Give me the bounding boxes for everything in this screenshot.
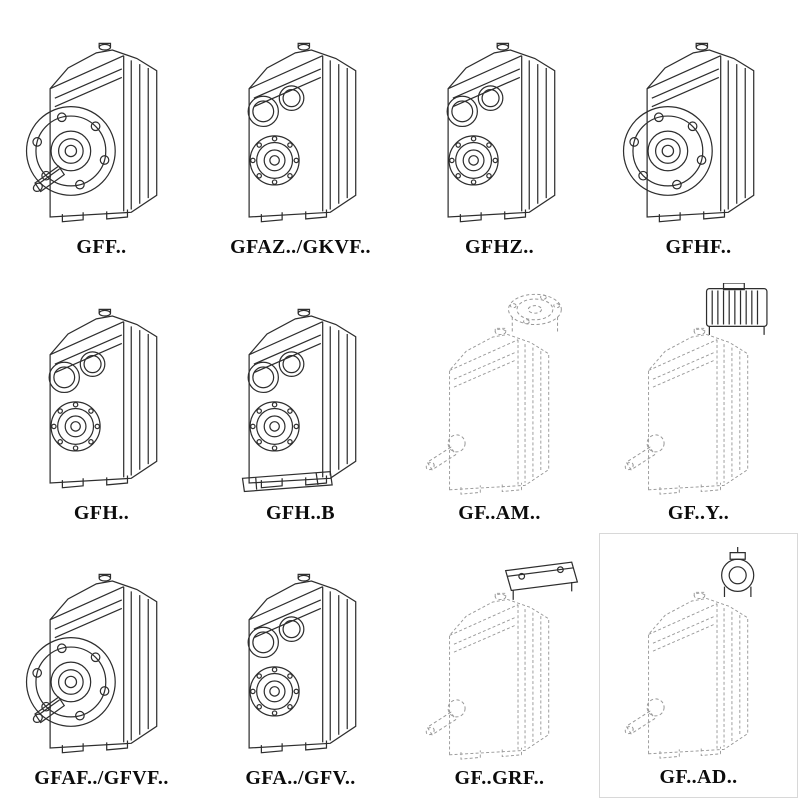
product-cell-gfh: GFH.. — [2, 267, 201, 532]
product-cell-gff: GFF.. — [2, 2, 201, 267]
gearbox-drawing — [17, 548, 187, 765]
product-label: GFF.. — [76, 236, 127, 259]
product-cell-gfad: GF..AD.. — [599, 532, 798, 798]
product-label: GFHZ.. — [464, 236, 535, 259]
product-label: GF..AM.. — [458, 501, 541, 524]
gearbox-drawing — [614, 547, 784, 764]
product-cell-gfhb: GFH..B — [201, 267, 400, 532]
product-cell-gfgrf: GF..GRF.. — [400, 533, 599, 798]
product-label: GFAZ../GKVF.. — [230, 236, 371, 259]
product-label: GFHF.. — [665, 236, 732, 259]
gearbox-drawing — [216, 283, 386, 500]
product-cell-gfagfv: GFA../GFV.. — [201, 533, 400, 798]
product-label: GF..GRF.. — [454, 767, 545, 789]
gearbox-drawing — [614, 283, 784, 500]
product-label: GFH..B — [265, 501, 336, 524]
product-cell-gfhz: GFHZ.. — [400, 2, 599, 267]
gearbox-drawing — [17, 17, 187, 234]
product-cell-gfy: GF..Y.. — [599, 267, 798, 532]
gearbox-drawing — [415, 548, 585, 765]
gearbox-drawing — [614, 17, 784, 234]
gearbox-drawing — [415, 17, 585, 234]
gearbox-drawing — [216, 548, 386, 765]
product-label: GFAF../GFVF.. — [34, 767, 169, 789]
product-cell-gfam: GF..AM.. — [400, 267, 599, 532]
product-cell-gfazgkvf: GFAZ../GKVF.. — [201, 2, 400, 267]
gearbox-drawing — [17, 283, 187, 500]
product-label: GF..AD.. — [659, 766, 738, 788]
product-label: GFH.. — [73, 501, 130, 524]
product-cell-gfhf: GFHF.. — [599, 2, 798, 267]
product-label: GF..Y.. — [667, 501, 730, 524]
product-cell-gfafgfvf: GFAF../GFVF.. — [2, 533, 201, 798]
product-label: GFA../GFV.. — [245, 767, 356, 789]
gearbox-drawing — [415, 283, 585, 500]
gearbox-drawing — [216, 17, 386, 234]
